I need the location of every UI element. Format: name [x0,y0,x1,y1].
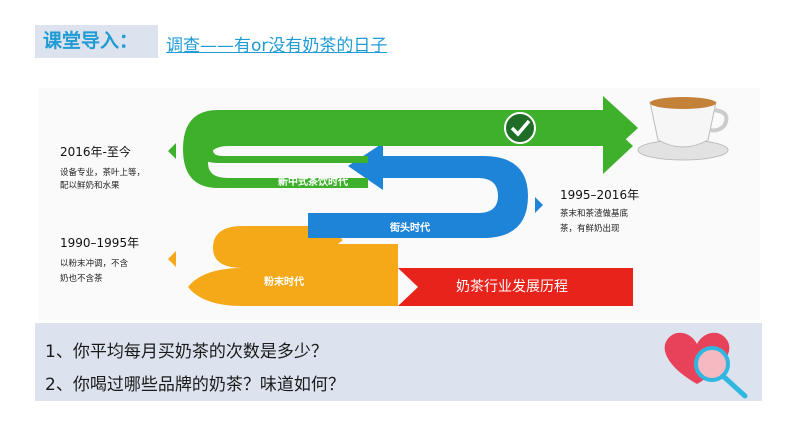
era-desc-2016-1: 设备专业，茶叶上等， [60,167,145,178]
small-arrow-yellow [168,251,176,267]
band-label-street: 街头时代 [389,221,430,234]
era-years-2016: 2016年-至今 [60,144,131,159]
tea-surface [650,97,716,109]
era-desc-1995-2: 茶，有鲜奶出现 [560,223,620,234]
band-label-powder: 粉末时代 [264,275,304,288]
era-years-1990: 1990–1995年 [60,236,139,250]
yellow-lower-band [188,268,398,306]
small-arrow-blue [535,197,543,213]
small-arrow-green [168,143,176,159]
questions-panel: 1、你平均每月买奶茶的次数是多少？ 2、你喝过哪些品牌的奶茶？味道如何？ [35,323,762,401]
teacup-icon [649,101,717,148]
magnifier-handle [720,373,748,399]
era-desc-2016-2: 配以鲜奶和水果 [60,180,120,191]
era-desc-1990-2: 奶也不含茶 [60,273,103,284]
cup-handle [709,108,729,133]
era-desc-1995-1: 茶末和茶渣做基底 [560,208,629,219]
heart-magnifier-icon [664,332,748,399]
section-subtitle-link[interactable]: 调查——有or没有奶茶的日子 [166,36,388,56]
band-label-new: 新中式茶饮时代 [278,175,348,188]
red-arrow-band [398,268,633,306]
question-1: 1、你平均每月买奶茶的次数是多少？ [45,342,328,362]
era-desc-1990-1: 以粉末冲调，不含 [60,258,129,269]
blue-band [308,143,528,238]
yellow-band [213,214,398,268]
check-badge [504,112,536,144]
question-2: 2、你喝过哪些品牌的奶茶？味道如何？ [45,375,345,395]
band-label-history: 奶茶行业发展历程 [456,279,568,295]
era-years-1995: 1995–2016年 [560,188,639,202]
milk-tea-history-diagram: 新中式茶饮时代 街头时代 粉末时代 奶茶行业发展历程 2016年-至今 设备专业… [38,88,760,320]
check-icon [510,119,531,137]
magnifier-lens [694,346,730,382]
section-label: 课堂导入： [35,25,158,58]
